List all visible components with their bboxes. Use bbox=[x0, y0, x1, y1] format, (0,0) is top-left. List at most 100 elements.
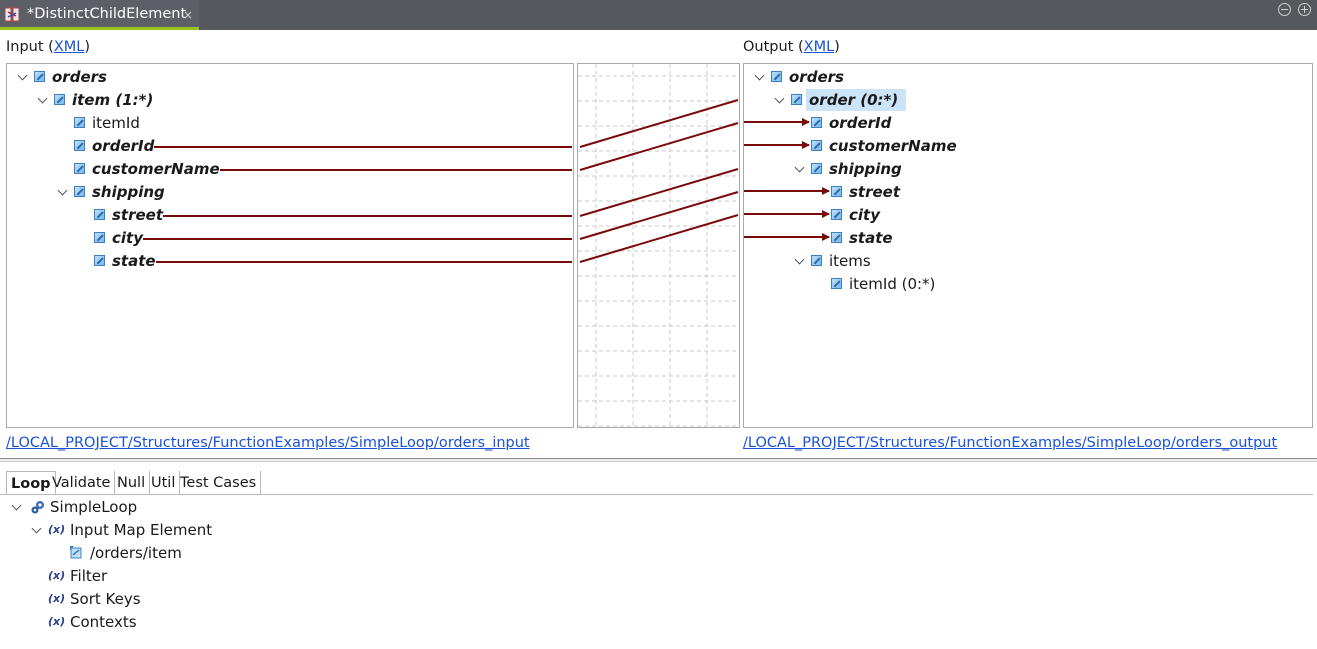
output-node-row[interactable]: state bbox=[744, 227, 1312, 249]
input-node-row[interactable]: street bbox=[7, 204, 573, 226]
output-node-label: state bbox=[849, 229, 893, 247]
input-label-prefix: Input ( bbox=[6, 39, 54, 55]
minimize-icon[interactable] bbox=[1278, 3, 1291, 16]
tab-divider bbox=[0, 494, 1313, 495]
tab-util[interactable]: Util bbox=[147, 471, 181, 495]
variable-icon: (x) bbox=[48, 569, 66, 582]
input-path-label: /orders/item bbox=[90, 544, 182, 562]
tab-validate[interactable]: Validate bbox=[48, 471, 116, 495]
chevron-down-icon[interactable] bbox=[57, 186, 69, 198]
output-node-row[interactable]: street bbox=[744, 181, 1312, 203]
chevron-down-icon[interactable] bbox=[774, 94, 786, 106]
xml-element-icon bbox=[54, 94, 65, 105]
input-label-suffix: ) bbox=[84, 39, 91, 55]
xml-element-icon bbox=[811, 163, 822, 174]
input-tree[interactable]: orders item (1:*) itemId orderId customerNam… bbox=[6, 63, 574, 428]
input-node-row[interactable]: orderId bbox=[7, 135, 573, 157]
input-node-label: street bbox=[112, 206, 164, 224]
chevron-down-icon[interactable] bbox=[754, 71, 766, 83]
output-node-label: order (0:*) bbox=[809, 91, 899, 109]
input-node-label: city bbox=[112, 229, 143, 247]
input-node-row[interactable]: customerName bbox=[7, 158, 573, 180]
output-node-row[interactable]: city bbox=[744, 204, 1312, 226]
input-node-label: orders bbox=[52, 68, 107, 86]
input-node-label: customerName bbox=[92, 160, 220, 178]
xml-element-icon bbox=[74, 140, 85, 151]
output-node-row[interactable]: itemId (0:*) bbox=[744, 273, 1312, 295]
chevron-down-icon[interactable] bbox=[11, 501, 23, 513]
output-pane-label: Output (XML) bbox=[743, 39, 840, 55]
xml-element-icon bbox=[94, 209, 105, 220]
input-structure-path[interactable]: /LOCAL_PROJECT/Structures/FunctionExampl… bbox=[6, 435, 530, 451]
input-node-row[interactable]: itemId bbox=[7, 112, 573, 134]
loop-root-label: SimpleLoop bbox=[50, 498, 138, 516]
output-node-row[interactable]: orderId bbox=[744, 112, 1312, 134]
chevron-down-icon[interactable] bbox=[794, 255, 806, 267]
output-node-row[interactable]: items bbox=[744, 250, 1312, 272]
xml-element-icon bbox=[831, 232, 842, 243]
xml-element-icon bbox=[811, 140, 822, 151]
output-node-label: orders bbox=[789, 68, 844, 86]
selection-highlight bbox=[806, 89, 906, 111]
xml-element-icon bbox=[791, 94, 802, 105]
xml-element-icon bbox=[811, 117, 822, 128]
input-node-label: shipping bbox=[92, 183, 165, 201]
xml-element-icon bbox=[811, 255, 822, 266]
output-structure-path[interactable]: /LOCAL_PROJECT/Structures/FunctionExampl… bbox=[743, 435, 1278, 451]
pane-splitter[interactable] bbox=[0, 458, 1317, 462]
input-pane-label: Input (XML) bbox=[6, 39, 90, 55]
element-path-icon bbox=[70, 546, 82, 559]
tab-loop[interactable]: Loop bbox=[6, 471, 56, 495]
input-node-row[interactable]: item (1:*) bbox=[7, 89, 573, 111]
input-node-label: item (1:*) bbox=[72, 91, 154, 109]
variable-icon: (x) bbox=[48, 523, 66, 536]
xml-element-icon bbox=[34, 71, 45, 82]
input-node-row[interactable]: state bbox=[7, 250, 573, 272]
output-tree[interactable]: orders order (0:*) orderId customerName ship… bbox=[743, 63, 1313, 428]
variable-icon: (x) bbox=[48, 615, 66, 628]
map-editor-icon bbox=[5, 7, 19, 22]
xml-element-icon bbox=[94, 255, 105, 266]
filter-label: Filter bbox=[70, 567, 108, 585]
xml-element-icon bbox=[74, 117, 85, 128]
output-node-row[interactable]: orders bbox=[744, 66, 1312, 88]
editor-tab-bar: *DistinctChildElement × bbox=[0, 0, 1317, 30]
variable-icon: (x) bbox=[48, 592, 66, 605]
chevron-down-icon[interactable] bbox=[37, 94, 49, 106]
output-node-label: shipping bbox=[829, 160, 902, 178]
output-xml-link[interactable]: XML bbox=[803, 39, 835, 55]
output-node-label: itemId (0:*) bbox=[849, 275, 936, 293]
loop-gear-icon bbox=[31, 501, 44, 514]
chevron-down-icon[interactable] bbox=[31, 524, 43, 536]
output-node-label: city bbox=[849, 206, 880, 224]
output-label-prefix: Output ( bbox=[743, 39, 804, 55]
mapping-canvas[interactable] bbox=[577, 63, 740, 428]
chevron-down-icon[interactable] bbox=[794, 163, 806, 175]
input-node-row[interactable]: city bbox=[7, 227, 573, 249]
output-node-row[interactable]: shipping bbox=[744, 158, 1312, 180]
xml-element-icon bbox=[831, 278, 842, 289]
editor-tab-title: *DistinctChildElement bbox=[27, 6, 187, 22]
output-node-row[interactable]: customerName bbox=[744, 135, 1312, 157]
input-xml-link[interactable]: XML bbox=[53, 39, 85, 55]
xml-element-icon bbox=[831, 186, 842, 197]
xml-element-icon bbox=[74, 186, 85, 197]
input-node-row[interactable]: shipping bbox=[7, 181, 573, 203]
tab-null[interactable]: Null bbox=[113, 471, 151, 495]
editor-tab[interactable]: *DistinctChildElement × bbox=[0, 0, 199, 30]
close-icon[interactable]: × bbox=[183, 8, 194, 22]
tab-test-cases[interactable]: Test Cases bbox=[176, 471, 262, 495]
output-node-label: customerName bbox=[829, 137, 957, 155]
xml-element-icon bbox=[94, 232, 105, 243]
output-node-label: street bbox=[849, 183, 901, 201]
chevron-down-icon[interactable] bbox=[17, 71, 29, 83]
xml-element-icon bbox=[831, 209, 842, 220]
input-node-label: itemId bbox=[92, 114, 140, 132]
output-label-suffix: ) bbox=[834, 39, 840, 55]
output-node-row[interactable]: order (0:*) bbox=[744, 89, 1312, 111]
maximize-icon[interactable] bbox=[1298, 3, 1311, 16]
sort-keys-label: Sort Keys bbox=[70, 590, 141, 608]
xml-element-icon bbox=[771, 71, 782, 82]
input-node-row[interactable]: orders bbox=[7, 66, 573, 88]
mapping-grid bbox=[578, 64, 739, 427]
